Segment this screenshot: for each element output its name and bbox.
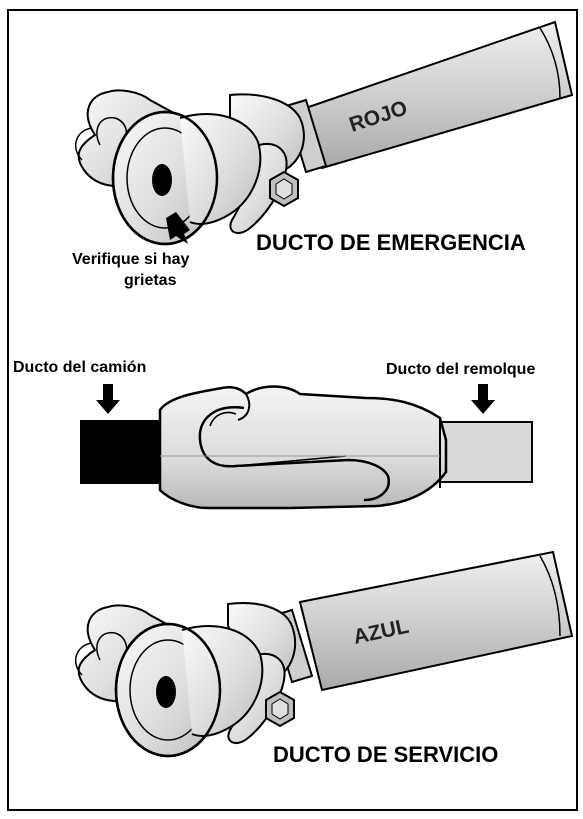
- coupled-gladhands: [80, 384, 533, 510]
- truck-line-label: Ducto del camión: [13, 359, 147, 376]
- service-line-title: DUCTO DE SERVICIO: [273, 742, 499, 767]
- crack-callout-line1: Verifique si hay: [72, 251, 190, 268]
- crack-callout-line2: grietas: [124, 272, 177, 289]
- truck-line-arrow: [96, 384, 120, 414]
- emergency-gladhand: [74, 20, 574, 246]
- emergency-seal-opening: [152, 164, 172, 196]
- service-seal-opening: [156, 676, 176, 708]
- service-hose: [298, 550, 574, 692]
- trailer-line-label: Ducto del remolque: [386, 361, 536, 378]
- truck-hose: [80, 420, 162, 484]
- emergency-hose: [298, 20, 574, 170]
- coupler-body: [158, 385, 448, 510]
- service-gladhand: [74, 550, 574, 758]
- emergency-line-title: DUCTO DE EMERGENCIA: [256, 230, 526, 255]
- crack-callout-arrow: [166, 212, 190, 244]
- figure-border: [7, 9, 578, 811]
- trailer-hose: [439, 421, 533, 483]
- trailer-line-arrow: [471, 384, 495, 414]
